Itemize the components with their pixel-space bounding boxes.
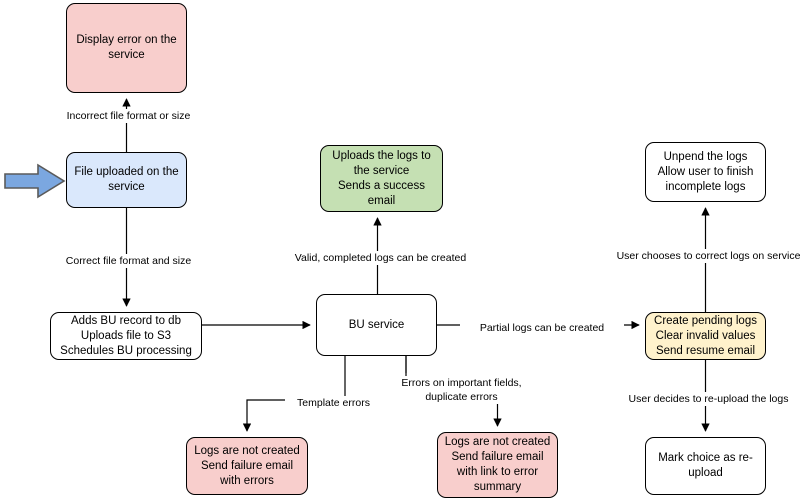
- edge-label-incorrect-file-format: Incorrect file format or size: [46, 109, 211, 123]
- edge-label-template-errors: Template errors: [285, 396, 382, 410]
- incoming-request-arrow: [4, 163, 66, 199]
- edge-label-user-decides-reupload: User decides to re-upload the logs: [605, 392, 801, 406]
- edge-label-partial-logs: Partial logs can be created: [460, 321, 624, 335]
- edge-label-errors-important-fields: Errors on important fields, duplicate er…: [386, 376, 537, 404]
- edge-label-correct-file-format: Correct file format and size: [46, 254, 211, 268]
- node-create-pending-logs[interactable]: Create pending logs Clear invalid values…: [645, 312, 766, 360]
- node-file-uploaded[interactable]: File uploaded on the service: [66, 152, 187, 208]
- node-logs-not-created-fields[interactable]: Logs are not created Send failure email …: [437, 432, 558, 498]
- node-display-error[interactable]: Display error on the service: [66, 3, 187, 93]
- edge-bu-service-to-logs-not-created-1: [242, 356, 346, 432]
- node-adds-bu-record[interactable]: Adds BU record to db Uploads file to S3 …: [50, 312, 202, 360]
- edge-label-user-corrects-logs: User chooses to correct logs on service: [595, 249, 801, 263]
- node-unpend-logs[interactable]: Unpend the logs Allow user to finish inc…: [645, 142, 766, 202]
- node-bu-service[interactable]: BU service: [316, 294, 437, 356]
- node-mark-reupload[interactable]: Mark choice as re- upload: [645, 437, 766, 495]
- node-uploads-logs[interactable]: Uploads the logs to the service Sends a …: [320, 145, 443, 212]
- node-logs-not-created-template[interactable]: Logs are not created Send failure email …: [186, 437, 308, 495]
- edge-label-valid-completed-logs: Valid, completed logs can be created: [272, 251, 489, 265]
